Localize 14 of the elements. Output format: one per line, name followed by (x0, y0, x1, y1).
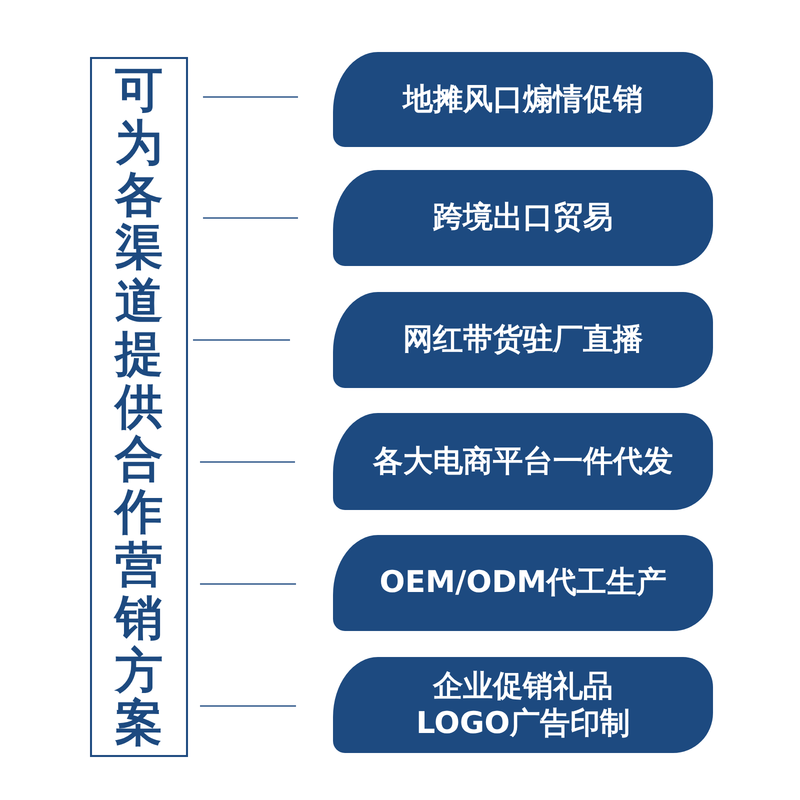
box-label: 地摊风口煽情促销 (401, 80, 644, 118)
box-label: 跨境出口贸易 (432, 199, 614, 237)
rounded-tab-box (333, 292, 713, 388)
vertical-heading: 可为各渠道提供合作营销方案 (115, 64, 163, 750)
box-label: 网红带货驻厂直播 (402, 321, 644, 359)
box-label: 各大电商平台一件代发 (372, 442, 674, 480)
vertical-title-box (90, 57, 188, 757)
rounded-tab-box (333, 413, 713, 510)
rounded-tab-box (333, 535, 713, 631)
box-label: 企业促销礼品 LOGO广告印制 (415, 668, 631, 742)
rounded-tab-box (333, 170, 713, 266)
rounded-tab-box (333, 52, 713, 147)
box-label: OEM/ODM代工生产 (378, 564, 668, 602)
rounded-tab-box (333, 657, 713, 753)
